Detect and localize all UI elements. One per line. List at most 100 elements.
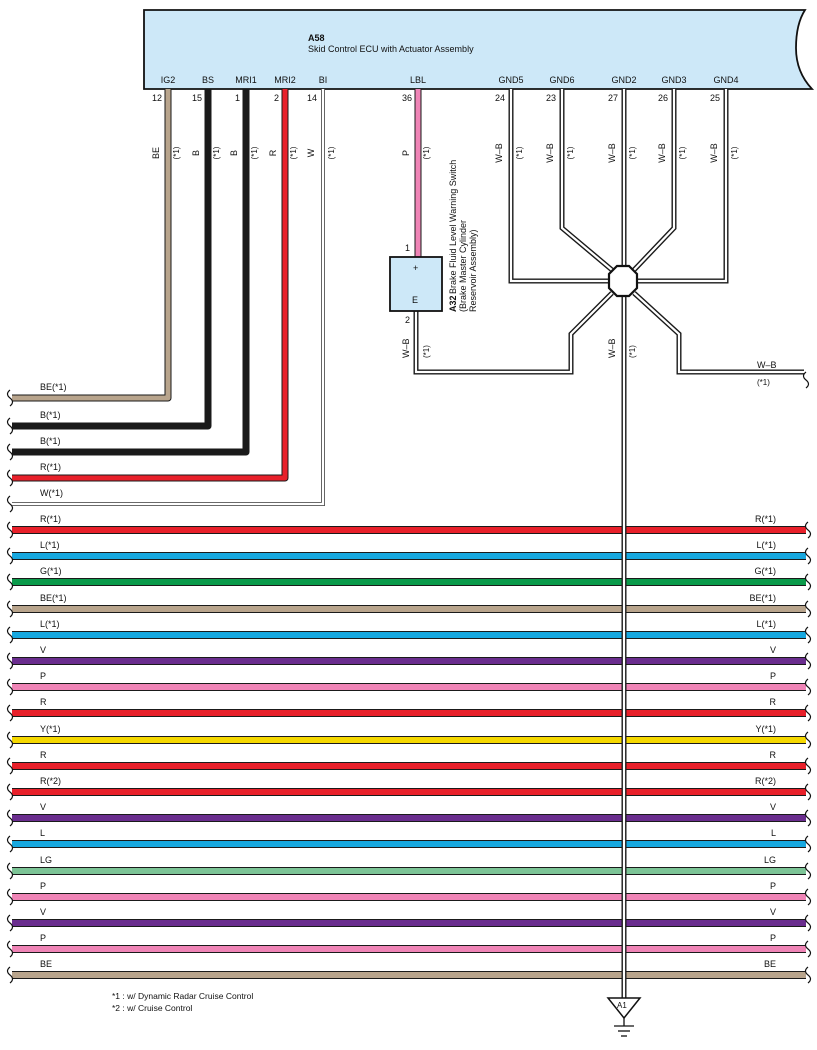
pin-label-bi: BI bbox=[319, 75, 328, 85]
through-wire-break-right-18 bbox=[804, 966, 812, 984]
through-wire-break-right-16 bbox=[804, 914, 812, 932]
through-wire-break-left-9 bbox=[6, 731, 14, 749]
switch-ground-wire-core bbox=[414, 292, 613, 374]
switch-e-terminal: E bbox=[412, 295, 418, 305]
pin-number-23: 23 bbox=[546, 93, 556, 103]
pin-number-36: 36 bbox=[402, 93, 412, 103]
through-wire-label-left-1: R(*1) bbox=[40, 514, 61, 524]
left-wire-2-outline bbox=[12, 89, 212, 430]
left-wire-label-3: B(*1) bbox=[40, 436, 61, 446]
pin-wire-note-4: (*1) bbox=[289, 146, 298, 159]
through-wire-break-right-17 bbox=[804, 940, 812, 958]
left-wire-label-5: W(*1) bbox=[40, 488, 63, 498]
left-wire-4 bbox=[12, 89, 289, 482]
through-wire-label-left-10: R bbox=[40, 750, 47, 760]
through-wire-break-right-4 bbox=[804, 600, 812, 618]
gnd3-wire-outline bbox=[632, 89, 677, 272]
left-wire-5 bbox=[12, 89, 325, 506]
through-wire-label-right-9: Y(*1) bbox=[755, 724, 776, 734]
through-wire-label-left-2: L(*1) bbox=[40, 540, 60, 550]
pin-label-gnd6: GND6 bbox=[549, 75, 574, 85]
through-wire-label-right-17: P bbox=[770, 933, 776, 943]
switch-bottom-wire-label: W–B bbox=[401, 338, 411, 358]
through-wire-break-left-8 bbox=[6, 704, 14, 722]
left-wire-5-core bbox=[12, 89, 325, 506]
through-wire-label-right-12: V bbox=[770, 802, 776, 812]
switch-sub1: (Brake Master Cylinder bbox=[458, 220, 468, 312]
pin-wire-note-5: (*1) bbox=[327, 146, 336, 159]
through-wire-break-right-11 bbox=[804, 783, 812, 801]
switch-bottom-wire-note: (*1) bbox=[422, 345, 431, 358]
pin-wire-color-11: W–B bbox=[709, 143, 719, 163]
left-wire-break-5 bbox=[6, 495, 14, 513]
through-wire-break-left-12 bbox=[6, 809, 14, 827]
through-wire-break-right-7 bbox=[804, 678, 812, 696]
footnote-1: *1 : w/ Dynamic Radar Cruise Control bbox=[112, 991, 253, 1001]
gnd3-wire bbox=[632, 89, 677, 272]
through-wire-break-left-13 bbox=[6, 835, 14, 853]
switch-pin-bottom: 2 bbox=[405, 315, 410, 325]
through-wire-break-right-14 bbox=[804, 862, 812, 880]
pin-wire-color-10: W–B bbox=[657, 143, 667, 163]
pin-label-mri1: MRI1 bbox=[235, 75, 257, 85]
through-wire-break-left-15 bbox=[6, 888, 14, 906]
through-wire-label-left-15: P bbox=[40, 881, 46, 891]
pin-wire-note-1: (*1) bbox=[172, 146, 181, 159]
pin-wire-color-5: W bbox=[306, 148, 316, 157]
left-wire-label-4: R(*1) bbox=[40, 462, 61, 472]
through-wire-break-left-6 bbox=[6, 652, 14, 670]
fluid-level-switch-box bbox=[389, 256, 443, 312]
through-wire-break-right-2 bbox=[804, 547, 812, 565]
through-wire-break-right-8 bbox=[804, 704, 812, 722]
gnd5-wire-core bbox=[509, 89, 609, 283]
right-branch-wire-label: W–B bbox=[757, 360, 777, 370]
pin-label-ig2: IG2 bbox=[161, 75, 176, 85]
through-wire-label-right-8: R bbox=[770, 697, 777, 707]
gnd6-wire bbox=[559, 89, 614, 272]
left-wire-break-3 bbox=[6, 443, 14, 461]
through-wire-break-left-18 bbox=[6, 966, 14, 984]
through-wire-break-right-13 bbox=[804, 835, 812, 853]
left-wire-label-2: B(*1) bbox=[40, 410, 61, 420]
pin-wire-color-6: P bbox=[401, 150, 411, 156]
through-wire-label-right-4: BE(*1) bbox=[749, 593, 776, 603]
through-wire-label-left-13: L bbox=[40, 828, 45, 838]
through-wire-label-left-8: R bbox=[40, 697, 47, 707]
through-wire-break-left-3 bbox=[6, 573, 14, 591]
through-wire-label-right-14: LG bbox=[764, 855, 776, 865]
pin-wire-note-7: (*1) bbox=[515, 146, 524, 159]
through-wire-label-left-7: P bbox=[40, 671, 46, 681]
pin-wire-note-10: (*1) bbox=[678, 146, 687, 159]
through-wire-break-left-5 bbox=[6, 626, 14, 644]
switch-name: Brake Fluid Level Warning Switch bbox=[448, 160, 458, 294]
right-branch-break bbox=[802, 371, 810, 389]
through-wire-label-right-16: V bbox=[770, 907, 776, 917]
through-wire-break-right-9 bbox=[804, 731, 812, 749]
pin-wire-color-8: W–B bbox=[545, 143, 555, 163]
through-wire-label-left-4: BE(*1) bbox=[40, 593, 67, 603]
ground-wire-note: (*1) bbox=[628, 345, 637, 358]
gnd3-wire-core bbox=[633, 89, 676, 271]
left-wire-2 bbox=[12, 89, 212, 430]
through-wire-label-right-5: L(*1) bbox=[756, 619, 776, 629]
pin-wire-note-3: (*1) bbox=[250, 146, 259, 159]
left-wire-1 bbox=[12, 89, 172, 402]
left-wire-label-1: BE(*1) bbox=[40, 382, 67, 392]
through-wire-label-right-7: P bbox=[770, 671, 776, 681]
ground-wire-label: W–B bbox=[607, 338, 617, 358]
through-wire-break-left-16 bbox=[6, 914, 14, 932]
through-wire-label-left-3: G(*1) bbox=[40, 566, 62, 576]
left-wire-2-core bbox=[12, 89, 211, 429]
pin-number-15: 15 bbox=[192, 93, 202, 103]
pin-wire-note-9: (*1) bbox=[628, 146, 637, 159]
switch-ground-wire bbox=[413, 291, 614, 375]
switch-plus-terminal: + bbox=[413, 263, 418, 273]
switch-ground-wire-outline bbox=[413, 291, 614, 375]
through-wire-break-right-1 bbox=[804, 521, 812, 539]
through-wire-break-left-14 bbox=[6, 862, 14, 880]
left-wire-1-outline bbox=[12, 89, 172, 402]
left-wire-1-core bbox=[12, 89, 171, 401]
left-wire-4-core bbox=[12, 89, 288, 481]
pin-wire-note-8: (*1) bbox=[566, 146, 575, 159]
